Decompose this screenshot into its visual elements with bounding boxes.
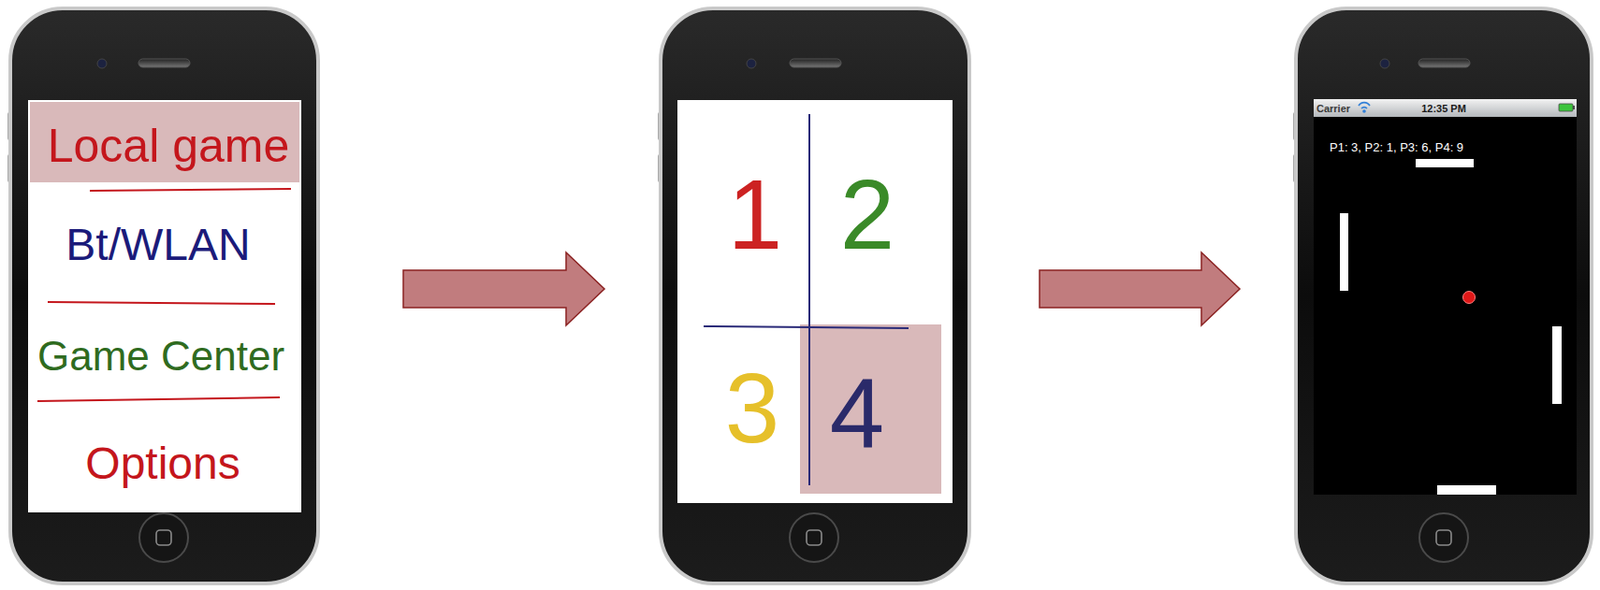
- paddle: [1437, 485, 1497, 495]
- menu-label: Bt/WLAN: [65, 222, 250, 268]
- block-arrow: [403, 252, 605, 326]
- menu-label: 2: [840, 165, 895, 264]
- block-arrow: [1039, 252, 1240, 326]
- status-text: 12:35 PM: [1421, 103, 1467, 115]
- paddle: [1415, 159, 1474, 168]
- status-text: P1: 3, P2: 1, P3: 6, P4: 9: [1329, 141, 1464, 154]
- menu-label: 4: [829, 364, 885, 464]
- paddle: [1552, 326, 1562, 405]
- paddle: [1339, 213, 1349, 291]
- phone-screen: Carrier 12:35 PM P1: 3, P2: 1, P3: 6, P4: …: [1295, 8, 1592, 584]
- menu-label: Options: [85, 441, 240, 487]
- phone-body: [7, 8, 319, 584]
- menu-label: 1: [727, 165, 783, 264]
- phone-screen: Local gameBt/WLAN Game CenterOptions: [10, 8, 319, 584]
- menu-label: 3: [725, 359, 780, 458]
- menu-label: Local game: [47, 122, 291, 170]
- phone-screen: 1234: [660, 8, 970, 584]
- battery-icon: [1558, 103, 1575, 112]
- ball: [1463, 291, 1476, 305]
- status-text: Carrier: [1316, 103, 1351, 115]
- wifi-icon: [1358, 102, 1370, 113]
- phone-body: [657, 8, 970, 584]
- phone-body: [1293, 8, 1592, 584]
- menu-label: Game Center: [37, 335, 285, 378]
